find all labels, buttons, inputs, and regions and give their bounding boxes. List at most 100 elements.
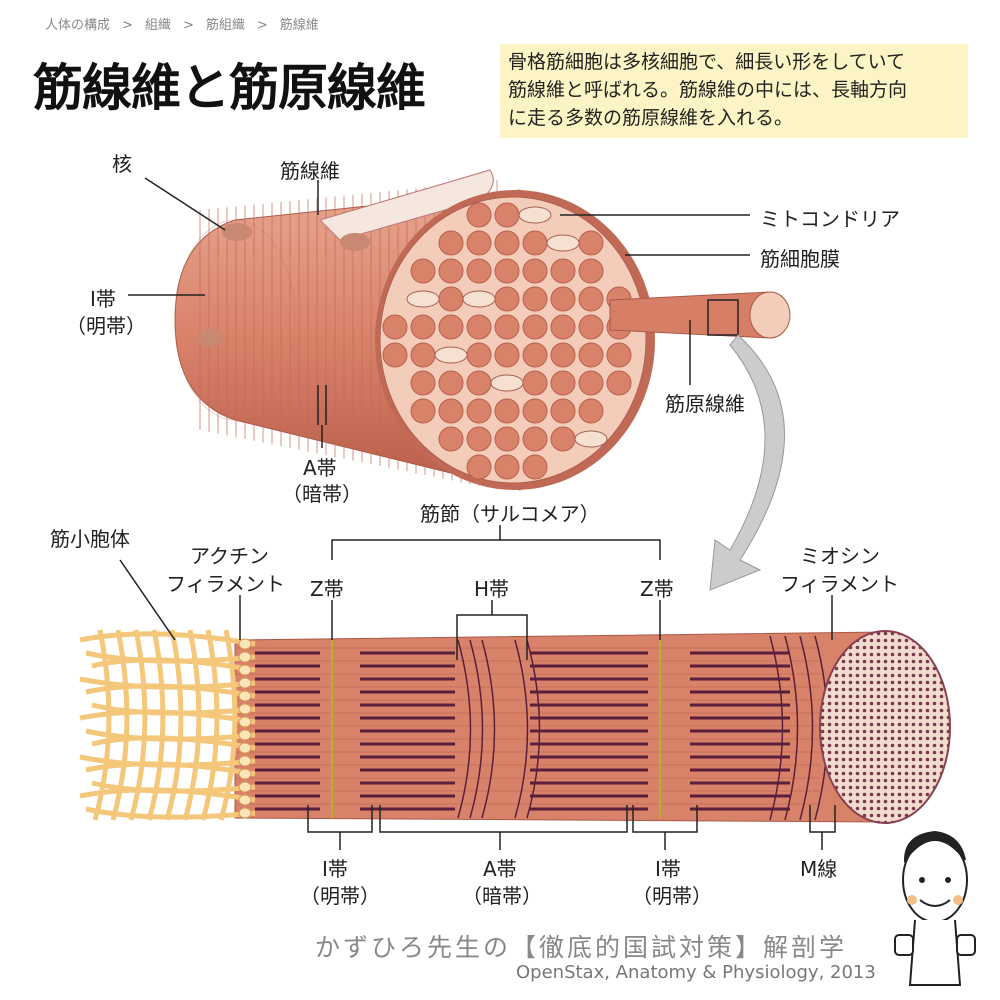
tubule-end bbox=[238, 794, 252, 806]
myofibril-cross-section bbox=[522, 342, 548, 368]
label-i-band: I帯 bbox=[90, 287, 116, 311]
reticulum-tubule bbox=[110, 629, 130, 821]
myofibril-cross-section bbox=[438, 398, 464, 424]
tubule-end bbox=[238, 768, 252, 780]
band-line bbox=[526, 639, 541, 819]
label-actin-2: フィラメント bbox=[166, 572, 285, 596]
myofibril-cross-section bbox=[438, 230, 464, 256]
myofibril-cross-section bbox=[606, 342, 632, 368]
reticulum-tubule bbox=[79, 787, 256, 803]
myofibril-cross-section bbox=[550, 426, 576, 452]
reticulum-tubule bbox=[79, 631, 256, 647]
myofibril-cross-section bbox=[466, 398, 492, 424]
label-sarcolemma: 筋細胞膜 bbox=[760, 247, 840, 271]
label-muscle-fiber: 筋線維 bbox=[280, 159, 340, 183]
reticulum-tubule bbox=[92, 629, 112, 821]
mitochondrion-icon bbox=[574, 430, 608, 448]
tubule-end bbox=[238, 690, 252, 702]
tubule-end bbox=[238, 664, 252, 676]
breadcrumb-separator: > bbox=[256, 18, 268, 33]
myofibril-cross-section bbox=[438, 426, 464, 452]
myofibril-drawing bbox=[79, 629, 951, 824]
myofibril-cross-section bbox=[466, 258, 492, 284]
myofibril-cross-section bbox=[578, 370, 604, 396]
mitochondrion-icon bbox=[406, 290, 440, 308]
label-z-band-right: Z帯 bbox=[640, 577, 674, 601]
myofibril-cross-section bbox=[410, 370, 436, 396]
reticulum-tubule bbox=[128, 629, 148, 821]
label-myosin-2: フィラメント bbox=[780, 572, 899, 596]
myofibril-cross-section bbox=[438, 314, 464, 340]
myofibril-cross-section bbox=[578, 230, 604, 256]
label-sarcomere: 筋節（サルコメア） bbox=[420, 502, 600, 526]
myofibril-cross-section bbox=[550, 314, 576, 340]
myofibril-cross-section bbox=[578, 398, 604, 424]
label-a-band-bottom-alt: （暗帯） bbox=[462, 884, 542, 908]
myofibril-cross-section bbox=[382, 342, 408, 368]
breadcrumb: 人体の構成>組織>筋組織>筋線維 bbox=[45, 14, 319, 33]
tubule-end bbox=[238, 729, 252, 741]
tubule-end bbox=[238, 807, 252, 819]
label-i-band-right-alt: （明帯） bbox=[632, 884, 712, 908]
myofibril-cross-section bbox=[438, 370, 464, 396]
reticulum-tubule bbox=[85, 806, 256, 820]
myofibril-cross-section bbox=[550, 286, 576, 312]
label-a-band-alt: （暗帯） bbox=[282, 482, 362, 506]
band-line bbox=[469, 639, 484, 819]
myofibril-cross-section bbox=[494, 258, 520, 284]
info-box: 骨格筋細胞は多核細胞で、細長い形をしていて 筋線維と呼ばれる。筋線維の中には、長… bbox=[500, 44, 968, 138]
tubule-end bbox=[238, 716, 252, 728]
info-line: に走る多数の筋原線維を入れる。 bbox=[508, 107, 794, 129]
filaments bbox=[235, 635, 829, 821]
tubule-end bbox=[238, 638, 252, 650]
reticulum-tubule bbox=[218, 629, 238, 821]
mitochondrion-icon bbox=[434, 346, 468, 364]
tubule-end bbox=[238, 755, 252, 767]
breadcrumb-item-current: 筋線維 bbox=[279, 18, 319, 33]
footer-series: かずひろ先生の【徹底的国試対策】解剖学 bbox=[315, 933, 848, 962]
label-m-line: M線 bbox=[800, 857, 838, 881]
sarcoplasmic-reticulum bbox=[79, 629, 256, 821]
myofibril-cross-section bbox=[410, 398, 436, 424]
reticulum-tubule bbox=[200, 629, 220, 821]
mitochondrion-icon bbox=[462, 290, 496, 308]
myofibril-cross-section bbox=[438, 286, 464, 312]
band-line bbox=[481, 639, 496, 819]
breadcrumb-item[interactable]: 筋組織 bbox=[205, 18, 245, 33]
breadcrumb-item[interactable]: 人体の構成 bbox=[45, 18, 111, 33]
reticulum-tubule bbox=[146, 629, 166, 821]
myofibril-cross-section bbox=[466, 426, 492, 452]
label-a-band-bottom: A帯 bbox=[483, 857, 517, 881]
myofibril-cross-section bbox=[410, 258, 436, 284]
label-i-band-right: I帯 bbox=[655, 857, 681, 881]
myofibril-cross-section bbox=[494, 202, 520, 228]
myofibril-cross-section bbox=[382, 314, 408, 340]
nucleus-icon bbox=[197, 329, 223, 347]
myofibril-cross-section bbox=[410, 342, 436, 368]
label-actin-1: アクチン bbox=[190, 544, 269, 568]
mitochondrion-icon bbox=[546, 234, 580, 252]
myofibril-cross-section bbox=[522, 258, 548, 284]
myofibril-cross-section bbox=[522, 314, 548, 340]
myofibril-cross-section bbox=[550, 342, 576, 368]
myofibril-cross-section bbox=[466, 314, 492, 340]
label-myosin-1: ミオシン bbox=[800, 544, 880, 568]
myofibril-cross-section bbox=[578, 342, 604, 368]
myofibril-cross-section bbox=[522, 370, 548, 396]
tubule-end bbox=[238, 781, 252, 793]
band-line bbox=[457, 639, 472, 819]
myofibril-cross-section bbox=[606, 370, 632, 396]
myofibril-cross-section bbox=[494, 454, 520, 480]
label-mitochondria: ミトコンドリア bbox=[760, 207, 900, 231]
muscle-fiber-drawing bbox=[174, 169, 791, 591]
band-line bbox=[784, 635, 799, 821]
label-i-band-alt: （明帯） bbox=[66, 314, 146, 338]
myofibril-cross-section bbox=[550, 370, 576, 396]
breadcrumb-item[interactable]: 組織 bbox=[144, 18, 171, 33]
nucleus-icon bbox=[340, 233, 370, 251]
myofibril-cross-section bbox=[466, 342, 492, 368]
label-a-band: A帯 bbox=[303, 456, 337, 480]
page-title: 筋線維と筋原線維 bbox=[33, 59, 426, 117]
